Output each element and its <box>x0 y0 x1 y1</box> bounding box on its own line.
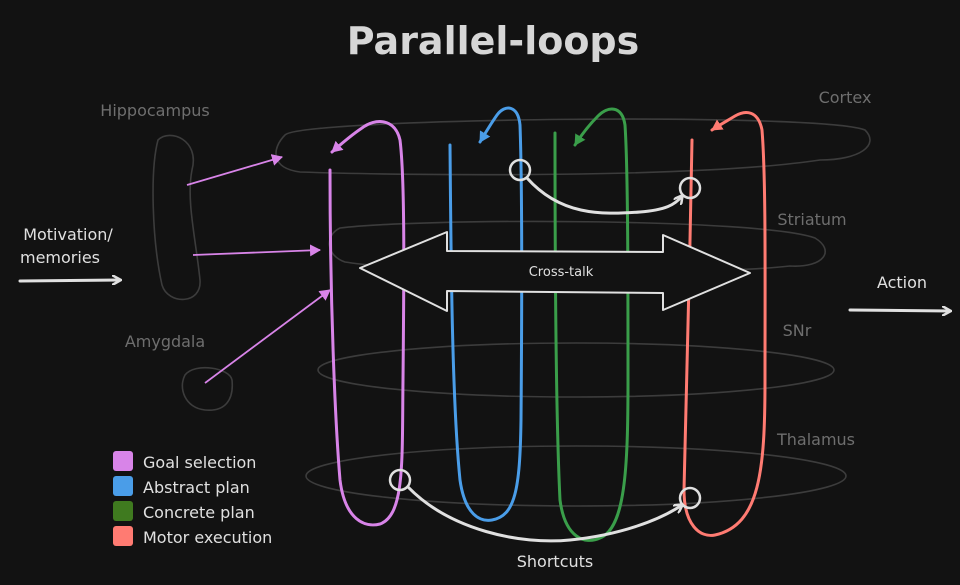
striatum-region <box>328 220 826 274</box>
legend-swatch-concrete <box>113 501 133 521</box>
legend-swatch-goal <box>113 451 133 471</box>
snr-label: SNr <box>783 321 812 340</box>
goal-selection-loop <box>328 120 406 527</box>
legend-swatch-abstract <box>113 476 133 496</box>
hippocampus-label: Hippocampus <box>100 101 209 120</box>
cortex-region <box>275 118 871 176</box>
legend-label-motor: Motor execution <box>143 528 272 547</box>
motor-execution-loop <box>682 111 767 537</box>
legend-label-abstract: Abstract plan <box>143 478 250 497</box>
concrete-plan-loop <box>553 107 630 542</box>
cross-talk-arrow <box>359 231 751 312</box>
hippocampus-to-striatum-arrow <box>192 244 321 257</box>
abstract-plan-loop <box>448 106 524 522</box>
legend-label-concrete: Concrete plan <box>143 503 255 522</box>
shortcut-node-motor-cortex <box>678 176 702 200</box>
thalamus-region <box>305 445 847 507</box>
shortcut-node-abstract <box>508 158 532 182</box>
snr-region <box>317 342 835 398</box>
shortcut-node-goal <box>388 468 412 492</box>
striatum-label: Striatum <box>777 210 846 229</box>
shortcut-bottom-arrow <box>406 485 682 543</box>
diagram-title: Parallel-loops <box>347 19 640 63</box>
input-label-line1: Motivation/ <box>23 225 113 244</box>
legend-label-goal: Goal selection <box>143 453 256 472</box>
amygdala-shape <box>181 366 234 411</box>
legend-swatch-motor <box>113 526 133 546</box>
action-arrow <box>848 310 950 311</box>
cross-talk-label: Cross-talk <box>529 265 594 280</box>
input-label-line2: memories <box>20 248 100 267</box>
action-label: Action <box>877 273 927 292</box>
amygdala-to-striatum-arrow <box>204 289 331 384</box>
hippocampus-to-cortex-arrow <box>186 154 283 186</box>
hippocampus-shape <box>152 134 201 301</box>
input-arrow <box>18 280 120 281</box>
amygdala-label: Amygdala <box>125 332 205 351</box>
cortex-label: Cortex <box>819 88 872 107</box>
shortcut-node-motor-thalamus <box>678 486 702 510</box>
thalamus-label: Thalamus <box>776 430 855 449</box>
shortcut-top-arrow <box>525 176 682 215</box>
shortcuts-label: Shortcuts <box>517 552 593 571</box>
legend: Goal selection Abstract plan Concrete pl… <box>113 451 272 547</box>
